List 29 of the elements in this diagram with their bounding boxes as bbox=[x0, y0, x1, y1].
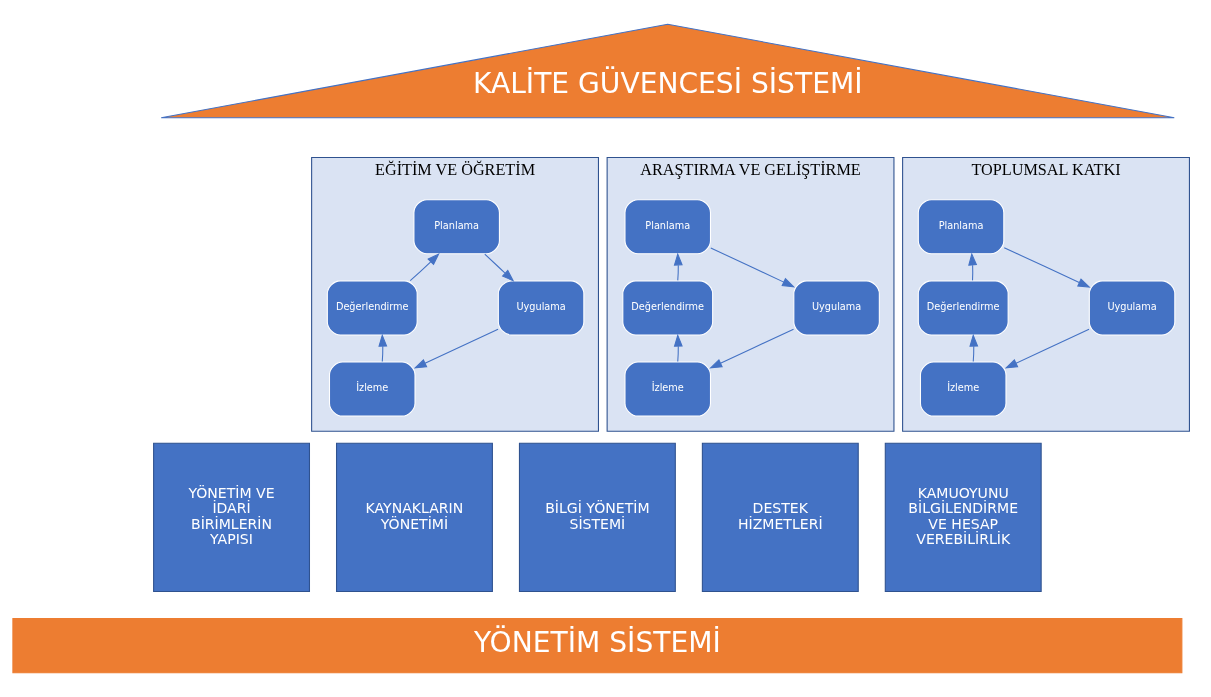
node-box: Planlama bbox=[413, 199, 500, 255]
node-box: Planlama bbox=[624, 199, 712, 255]
node-box: Değerlendirme bbox=[917, 280, 1009, 336]
node-box: Uygulama bbox=[497, 280, 585, 336]
node-box: BİLGİ YÖNETİM SİSTEMİ bbox=[518, 442, 676, 593]
node-box: Değerlendirme bbox=[622, 280, 714, 336]
node-box: Uygulama bbox=[793, 280, 880, 336]
node-box: Değerlendirme bbox=[326, 280, 418, 336]
arrow bbox=[969, 333, 979, 363]
arrow bbox=[378, 333, 388, 363]
node-box: DESTEK HİZMETLERİ bbox=[701, 442, 859, 593]
node-box: KAMUOYUNU BİLGİLENDİRME VE HESAP VEREBİLİRLİK bbox=[884, 442, 1042, 593]
node-box: İzleme bbox=[919, 361, 1007, 417]
arrow bbox=[1004, 328, 1090, 369]
arrow bbox=[1003, 247, 1091, 288]
arrow bbox=[673, 333, 683, 363]
arrow bbox=[673, 252, 683, 281]
arrow bbox=[709, 328, 795, 369]
node-box: YÖNETİM VE İDARİ BİRİMLERİN YAPISI bbox=[153, 442, 310, 593]
arrow bbox=[484, 253, 515, 282]
node-box: YÖNETİM SİSTEMİ bbox=[12, 618, 1183, 674]
arrow bbox=[413, 328, 499, 369]
node-box: KAYNAKLARIN YÖNETİMİ bbox=[336, 442, 493, 593]
node-box: Planlama bbox=[917, 199, 1005, 255]
node-box: İzleme bbox=[328, 361, 416, 417]
arrow bbox=[409, 252, 440, 282]
arrow bbox=[710, 247, 796, 288]
node-box: Uygulama bbox=[1088, 280, 1176, 336]
node-box: İzleme bbox=[624, 361, 712, 417]
